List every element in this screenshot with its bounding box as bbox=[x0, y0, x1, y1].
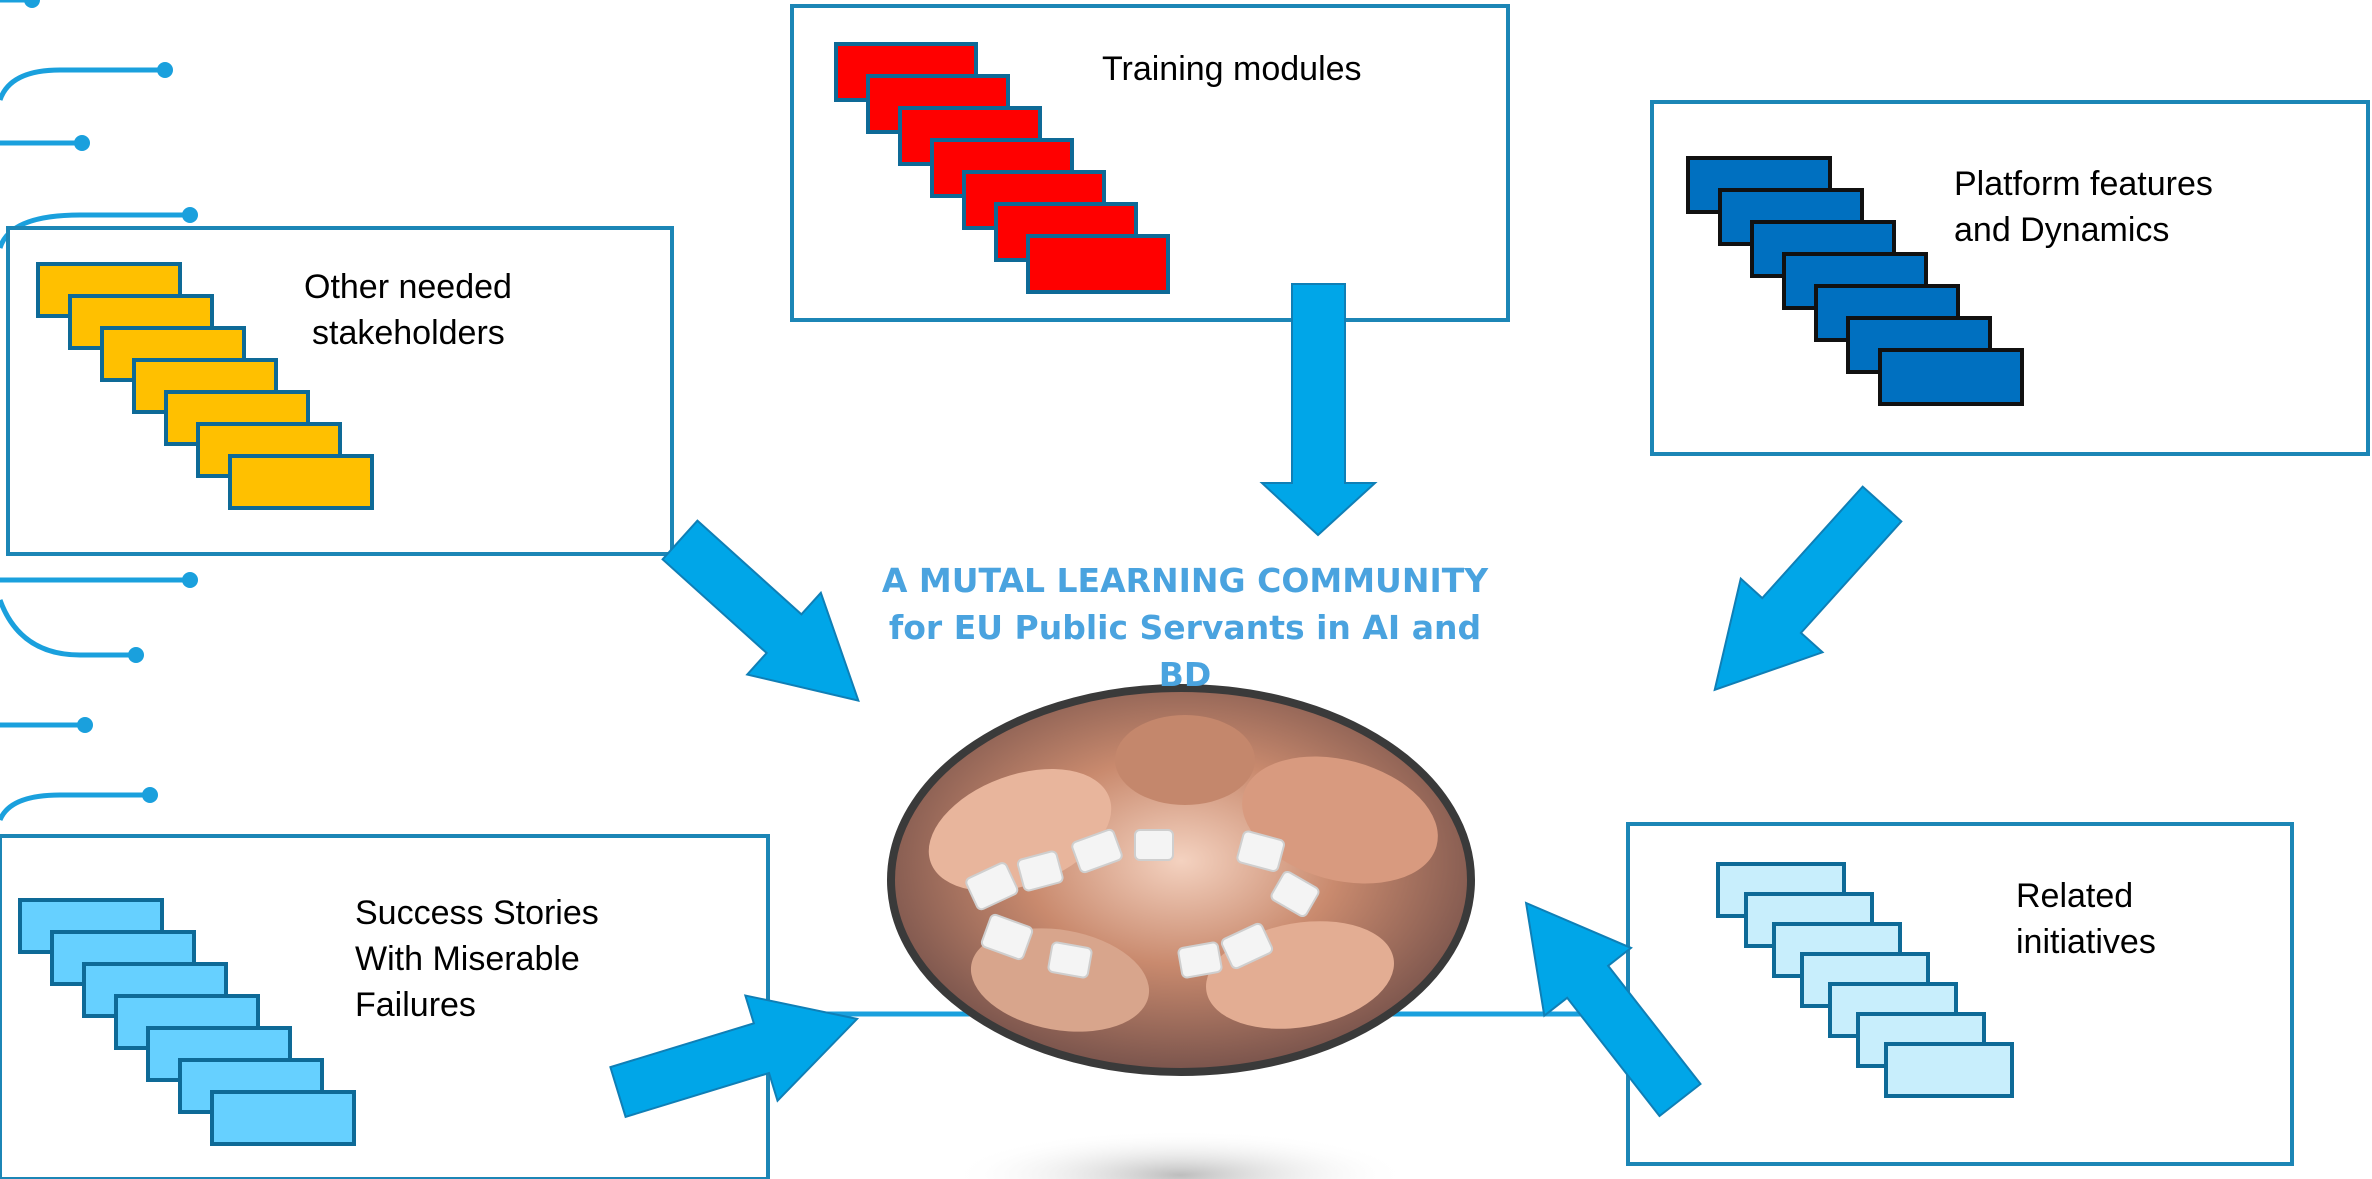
platform-label-line2: and Dynamics bbox=[1954, 211, 2170, 249]
card-stack-yellow-icon bbox=[36, 262, 374, 510]
puzzle-hands-image bbox=[887, 684, 1475, 1076]
stack-card bbox=[1026, 234, 1170, 294]
stack-card bbox=[228, 454, 374, 510]
card-stack-lightblue-icon bbox=[18, 898, 356, 1146]
stack-card bbox=[1878, 348, 2024, 406]
initiatives-label: Related initiatives bbox=[2016, 873, 2156, 965]
center-title: A MUTAL LEARNING COMMUNITY for EU Public… bbox=[880, 557, 1490, 698]
platform-label: Platform features and Dynamics bbox=[1954, 161, 2213, 253]
initiatives-label-line1: Related bbox=[2016, 877, 2134, 915]
photo-shadow bbox=[950, 1130, 1410, 1179]
initiatives-label-line2: initiatives bbox=[2016, 923, 2156, 961]
stories-label: Success Stories With Miserable Failures bbox=[355, 890, 599, 1028]
center-title-line2: for EU Public Servants in AI and BD bbox=[888, 608, 1482, 694]
circuit-decoration bbox=[0, 0, 1640, 1017]
arrow-down-icon bbox=[1259, 283, 1378, 537]
training-label: Training modules bbox=[1102, 46, 1362, 92]
circuit-dots bbox=[24, 0, 198, 803]
card-stack-blue-icon bbox=[1686, 156, 2024, 406]
arrow-right-icon bbox=[609, 994, 860, 1119]
stories-label-line2: With Miserable bbox=[355, 940, 580, 978]
stack-card bbox=[1884, 1042, 2014, 1098]
center-title-line1: A MUTAL LEARNING COMMUNITY bbox=[881, 561, 1489, 600]
stakeholders-label-line2: stakeholders bbox=[312, 314, 505, 352]
arrow-diagonal-right-icon bbox=[661, 519, 860, 702]
platform-label-line1: Platform features bbox=[1954, 165, 2213, 203]
training-label-line1: Training modules bbox=[1102, 50, 1362, 88]
stories-label-line3: Failures bbox=[355, 986, 476, 1024]
stack-card bbox=[210, 1090, 356, 1146]
stories-label-line1: Success Stories bbox=[355, 894, 599, 932]
arrow-diagonal-left-icon bbox=[1713, 485, 1903, 692]
card-stack-red-icon bbox=[834, 42, 1170, 294]
arrow-up-left-icon bbox=[1524, 901, 1702, 1118]
card-stack-paleblue-icon bbox=[1716, 862, 2014, 1098]
stakeholders-label-line1: Other needed bbox=[304, 268, 512, 306]
stakeholders-label: Other needed stakeholders bbox=[304, 264, 512, 356]
